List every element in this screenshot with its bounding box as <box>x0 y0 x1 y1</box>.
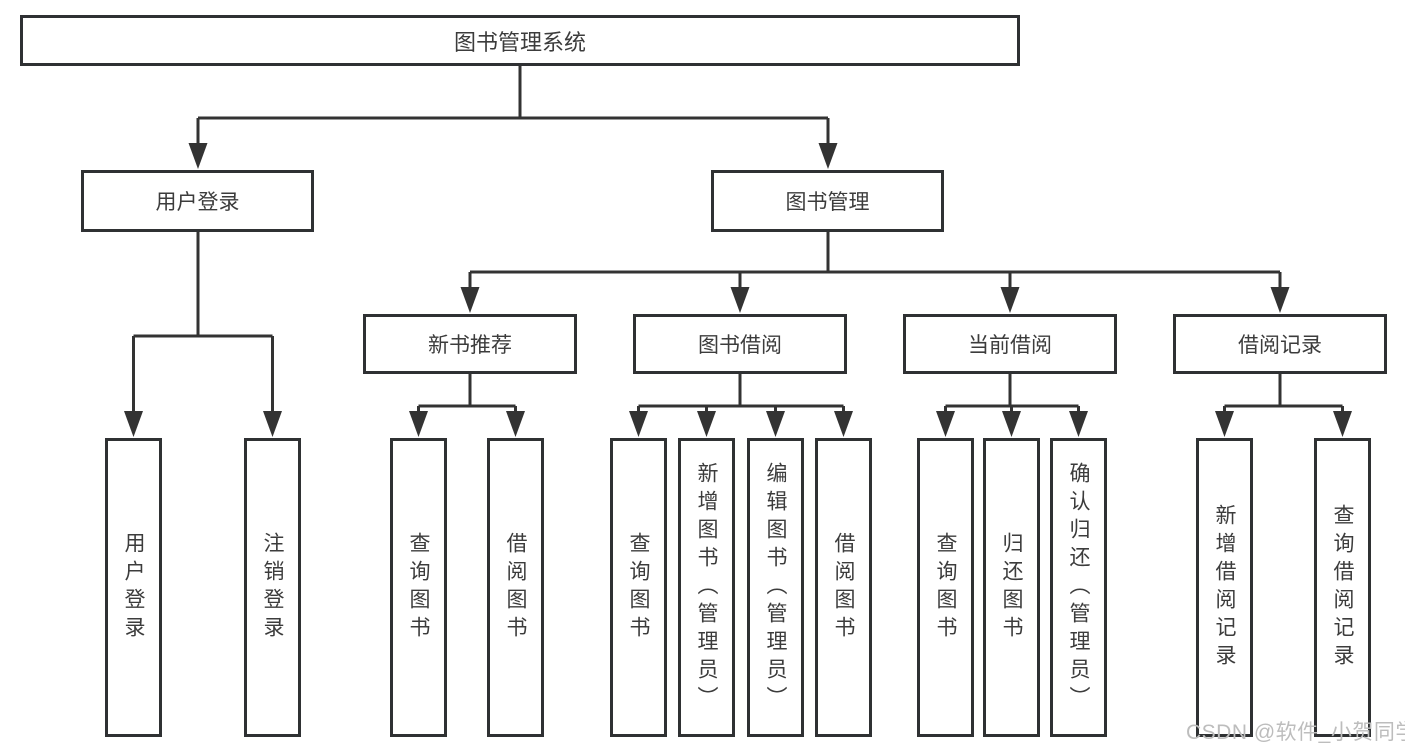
node-label: 借阅图书 <box>504 531 527 644</box>
node-label: 查询借阅记录 <box>1331 503 1354 672</box>
node-new-book-recommend: 新书推荐 <box>363 314 577 374</box>
node-label: 编辑图书（管理员） <box>764 461 787 714</box>
leaf-query-books-borrowing: 查询图书 <box>610 438 667 737</box>
node-label: 查询图书 <box>627 531 650 644</box>
node-label: 用户登录 <box>122 531 145 644</box>
arrowheads <box>124 143 1352 437</box>
leaf-add-book-admin: 新增图书（管理员） <box>678 438 735 737</box>
node-label: 注销登录 <box>261 531 284 644</box>
node-label: 用户登录 <box>155 191 240 214</box>
node-borrowing-records: 借阅记录 <box>1173 314 1387 374</box>
node-label: 归还图书 <box>1000 531 1023 644</box>
node-label: 新增借阅记录 <box>1213 503 1236 672</box>
leaf-query-books-recommend: 查询图书 <box>390 438 447 737</box>
csdn-watermark: CSDN @软件_小贺同学 <box>1186 721 1405 744</box>
node-label: 图书管理 <box>785 191 870 214</box>
node-label: 当前借阅 <box>968 334 1052 357</box>
node-book-management: 图书管理 <box>711 170 944 232</box>
leaf-add-borrow-record: 新增借阅记录 <box>1196 438 1253 737</box>
node-label: 新增图书（管理员） <box>695 461 718 714</box>
leaf-confirm-return-admin: 确认归还（管理员） <box>1050 438 1107 737</box>
leaf-logout: 注销登录 <box>244 438 301 737</box>
node-label: 查询图书 <box>934 531 957 644</box>
node-label: 图书管理系统 <box>453 29 586 55</box>
node-user-login: 用户登录 <box>81 170 314 232</box>
leaf-edit-book-admin: 编辑图书（管理员） <box>747 438 804 737</box>
node-label: 查询图书 <box>407 531 430 644</box>
leaf-query-borrow-record: 查询借阅记录 <box>1314 438 1371 737</box>
leaf-user-login: 用户登录 <box>105 438 162 737</box>
leaf-borrow-books-recommend: 借阅图书 <box>487 438 544 737</box>
leaf-query-books-current: 查询图书 <box>917 438 974 737</box>
leaf-borrow-books-borrowing: 借阅图书 <box>815 438 872 737</box>
node-library-management-system: 图书管理系统 <box>20 15 1020 66</box>
node-book-borrowing: 图书借阅 <box>633 314 847 374</box>
node-label: 确认归还（管理员） <box>1067 461 1090 714</box>
node-label: 借阅图书 <box>832 531 855 644</box>
leaf-return-book: 归还图书 <box>983 438 1040 737</box>
node-label: 借阅记录 <box>1238 334 1322 357</box>
node-label: 新书推荐 <box>428 334 512 357</box>
node-label: 图书借阅 <box>698 334 782 357</box>
node-current-borrowing: 当前借阅 <box>903 314 1117 374</box>
